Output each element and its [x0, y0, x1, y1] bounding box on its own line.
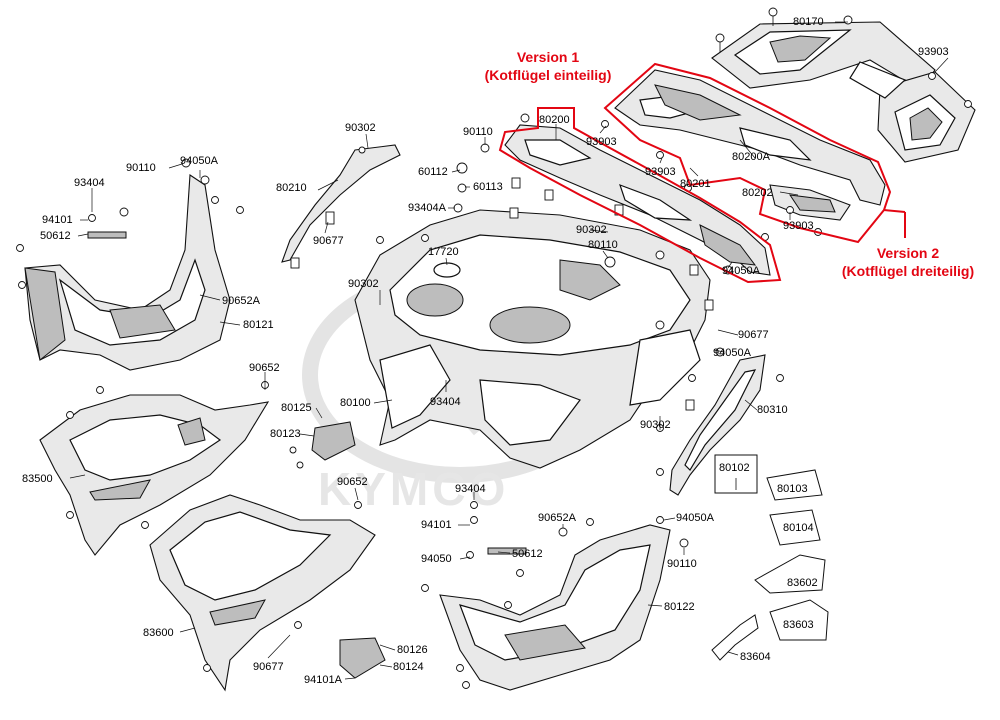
- decal-80104[interactable]: [769, 509, 821, 546]
- footrest-80121[interactable]: [24, 174, 231, 371]
- part-label: 90677: [313, 235, 344, 247]
- rear-fender-80200[interactable]: [504, 124, 771, 276]
- part-label: 80104: [783, 522, 814, 534]
- part-label: 90677: [253, 661, 284, 673]
- part-label: 93903: [918, 46, 949, 58]
- side-rail-80210[interactable]: [281, 144, 401, 269]
- bracket-80123[interactable]: [311, 421, 356, 461]
- part-label: 90110: [126, 162, 156, 174]
- part-label: 94101A: [304, 674, 343, 686]
- part-labels: 80170 93903 80200 93903 80200A 93903 802…: [22, 16, 949, 686]
- part-label: 93404: [455, 483, 486, 495]
- part-label: 90677: [738, 329, 769, 341]
- part-label: 83602: [787, 577, 818, 589]
- part-label: 80121: [243, 319, 274, 331]
- part-label: 93404A: [408, 202, 447, 214]
- part-label: 93903: [645, 166, 676, 178]
- version2-outline: [603, 62, 906, 244]
- part-label: 90302: [576, 224, 607, 236]
- rear-rack-80170[interactable]: [711, 7, 976, 163]
- part-label: 80200A: [732, 151, 771, 163]
- decal-83602[interactable]: [754, 554, 826, 594]
- part-label: 90302: [348, 278, 379, 290]
- part-label: 94050A: [713, 347, 752, 359]
- part-label: 94050A: [180, 155, 219, 167]
- part-label: 80126: [397, 644, 428, 656]
- rear-body-80100[interactable]: [354, 209, 711, 469]
- rear-fender-80200A[interactable]: [614, 69, 886, 206]
- part-label: 83600: [143, 627, 174, 639]
- part-label: 94050A: [676, 512, 715, 524]
- part-label: 80122: [664, 601, 695, 613]
- part-label: 90652: [249, 362, 280, 374]
- leader-lines: [69, 21, 949, 680]
- part-label: 80310: [757, 404, 788, 416]
- part-label: 80123: [270, 428, 301, 440]
- part-label: 83500: [22, 473, 53, 485]
- part-label: 80110: [588, 239, 618, 251]
- decal-80102[interactable]: [714, 454, 758, 494]
- version1-title: Version 1: [517, 49, 579, 65]
- part-label: 80124: [393, 661, 424, 673]
- part-label: 90110: [463, 126, 493, 138]
- front-guard-83600[interactable]: [149, 494, 376, 692]
- part-label: 60112: [418, 166, 448, 178]
- decal-83603[interactable]: [769, 599, 829, 641]
- part-label: 50612: [40, 230, 71, 242]
- part-label: 90652A: [222, 295, 261, 307]
- decal-83604[interactable]: [711, 614, 759, 661]
- part-label: 94050: [421, 553, 452, 565]
- part-label: 90110: [667, 558, 697, 570]
- footrest-80122[interactable]: [439, 524, 671, 691]
- version2-title: Version 2: [877, 245, 939, 261]
- part-label: 80100: [340, 397, 371, 409]
- part-label: 80170: [793, 16, 824, 28]
- version1-annotation: Version 1 (Kotflügel einteilig): [485, 49, 612, 83]
- front-guard-83500[interactable]: [39, 394, 270, 556]
- part-label: 93903: [586, 136, 617, 148]
- part-label: 94101: [421, 519, 452, 531]
- part-label: 60113: [473, 181, 503, 193]
- part-label: 80210: [276, 182, 307, 194]
- part-label: 94101: [42, 214, 73, 226]
- version2-annotation: Version 2 (Kotflügel dreiteilig): [842, 245, 974, 279]
- fender-side-80202[interactable]: [769, 184, 851, 221]
- part-label: 80201: [680, 178, 711, 190]
- version2-subtitle: (Kotflügel dreiteilig): [842, 263, 974, 279]
- part-label: 90302: [640, 419, 671, 431]
- part-label: 93903: [783, 220, 814, 232]
- part-label: 80200: [539, 114, 570, 126]
- part-label: 83603: [783, 619, 814, 631]
- part-label: 17720: [428, 246, 459, 258]
- mudguard-80310[interactable]: [669, 354, 766, 496]
- part-label: 80103: [777, 483, 808, 495]
- part-label: 90652A: [538, 512, 577, 524]
- part-label: 93404: [74, 177, 105, 189]
- fasteners: [16, 113, 822, 689]
- part-label: 93404: [430, 396, 461, 408]
- part-label: 90652: [337, 476, 368, 488]
- part-label: 90302: [345, 122, 376, 134]
- decal-80103[interactable]: [766, 469, 823, 501]
- part-label: 83604: [740, 651, 771, 663]
- part-label: 50612: [512, 548, 543, 560]
- version1-subtitle: (Kotflügel einteilig): [485, 67, 612, 83]
- part-label: 94050A: [722, 265, 761, 277]
- bracket-80124[interactable]: [339, 637, 386, 679]
- version1-outline: [498, 107, 782, 284]
- part-label: 80125: [281, 402, 312, 414]
- part-label: 80102: [719, 462, 750, 474]
- part-label: 80202: [742, 187, 773, 199]
